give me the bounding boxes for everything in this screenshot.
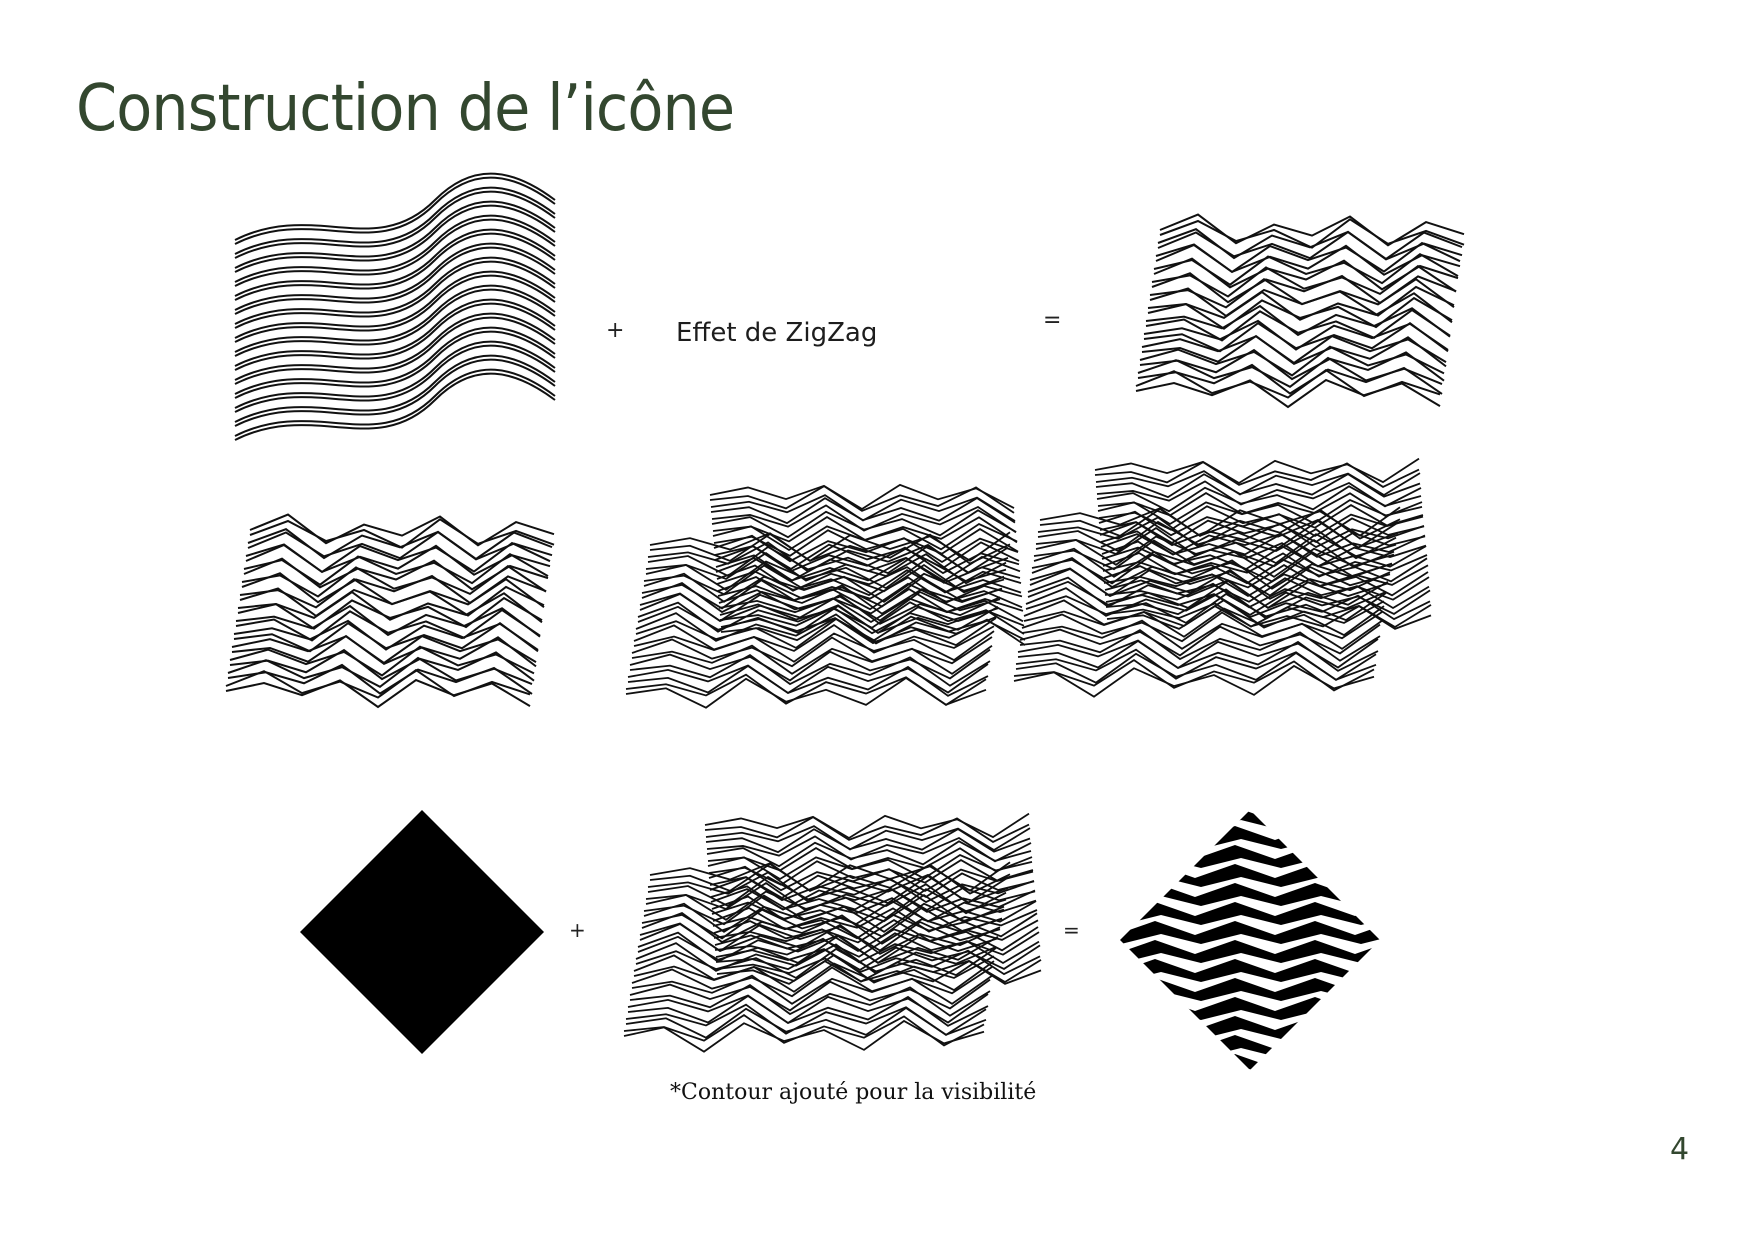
zigzag-woven-pattern-copy	[623, 812, 1042, 1053]
final-icon-diamond-pattern	[1120, 810, 1380, 1070]
plus-sign-row3: +	[569, 918, 586, 942]
zigzag-woven-pattern	[1013, 457, 1432, 698]
equals-sign-row1: =	[1043, 308, 1062, 333]
outline-footnote: *Contour ajouté pour la visibilité	[670, 1080, 1037, 1105]
zigzag-double-layer	[625, 483, 1026, 709]
plus-sign-row1: +	[606, 318, 625, 343]
page-number: 4	[1670, 1132, 1690, 1167]
wavy-lines-figure	[234, 172, 556, 441]
page-title: Construction de l’icône	[76, 72, 735, 146]
zigzag-single-layer	[225, 513, 555, 709]
zigzag-lines-result	[1135, 213, 1465, 409]
equals-sign-row3: =	[1063, 918, 1080, 942]
zigzag-effect-label: Effet de ZigZag	[676, 318, 878, 348]
black-diamond-shape	[300, 810, 544, 1054]
